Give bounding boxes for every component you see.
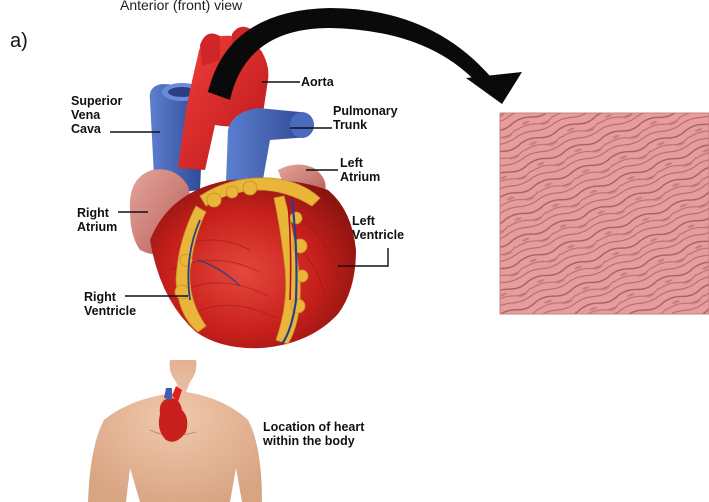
label-left-atrium: Left Atrium xyxy=(340,156,380,184)
label-right-ventricle: Right Ventricle xyxy=(84,290,136,318)
body-silhouette xyxy=(88,360,262,502)
label-pulmonary-trunk: Pulmonary Trunk xyxy=(333,104,398,132)
label-right-atrium: Right Atrium xyxy=(77,206,117,234)
label-left-ventricle: Left Ventricle xyxy=(352,214,404,242)
label-superior-vena-cava: Superior Vena Cava xyxy=(71,94,122,136)
label-aorta: Aorta xyxy=(301,75,334,89)
location-caption: Location of heart within the body xyxy=(263,420,364,448)
cardiac-tissue-micrograph xyxy=(500,113,709,314)
